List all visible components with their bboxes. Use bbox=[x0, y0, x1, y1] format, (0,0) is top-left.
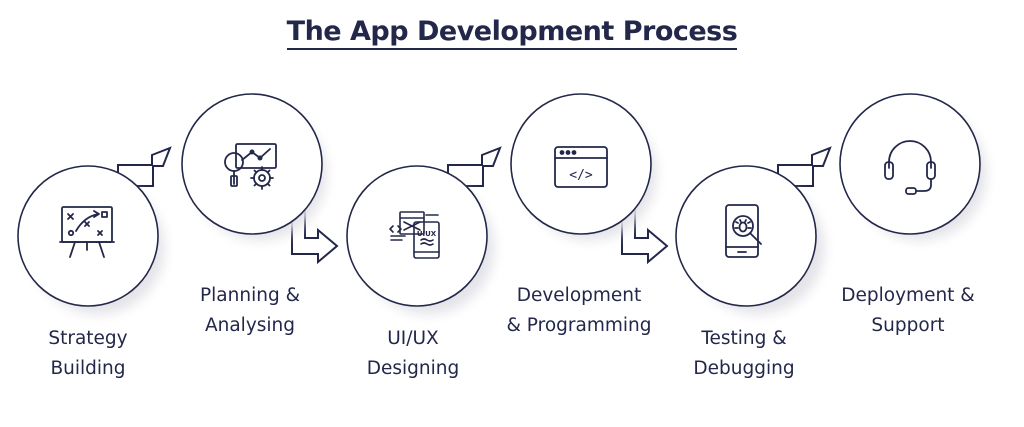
step-label-development: Development & Programming bbox=[484, 281, 674, 341]
step-label-line: Analysing bbox=[204, 315, 296, 336]
step-circle-deployment bbox=[839, 93, 981, 235]
mobile-bug-icon bbox=[725, 204, 762, 258]
step-circle-strategy bbox=[17, 165, 159, 307]
step-label-line: Deployment & bbox=[841, 285, 975, 306]
step-label-line: Support bbox=[871, 315, 945, 336]
analytics-gear-icon bbox=[224, 143, 277, 190]
step-circle-development bbox=[510, 93, 652, 235]
step-label-line: Strategy bbox=[48, 328, 128, 349]
step-circle-uiux bbox=[346, 165, 488, 307]
step-circle-planning bbox=[181, 93, 323, 235]
step-label-line: Testing & bbox=[701, 328, 787, 349]
step-label-line: & Programming bbox=[506, 315, 652, 336]
uiux-icon-text: UIUX bbox=[417, 230, 437, 238]
page-title: The App Development Process bbox=[0, 16, 1024, 50]
step-label-line: Development bbox=[516, 285, 642, 306]
headset-icon bbox=[884, 140, 936, 195]
step-label-line: Debugging bbox=[693, 358, 795, 379]
ui-ux-mockup-icon bbox=[389, 211, 440, 259]
step-label-testing: Testing & Debugging bbox=[649, 324, 839, 384]
step-label-line: Designing bbox=[366, 358, 460, 379]
strategy-board-icon bbox=[59, 206, 115, 258]
step-label-line: UI/UX bbox=[387, 328, 439, 349]
title-text: The App Development Process bbox=[286, 16, 738, 50]
step-label-deployment: Deployment & Support bbox=[813, 281, 1003, 341]
step-label-planning: Planning & Analysing bbox=[155, 281, 345, 341]
code-icon-text: </> bbox=[569, 168, 593, 183]
step-label-strategy: Strategy Building bbox=[0, 324, 183, 384]
step-label-uiux: UI/UX Designing bbox=[318, 324, 508, 384]
step-label-line: Building bbox=[50, 358, 126, 379]
code-window-icon bbox=[554, 146, 608, 188]
step-label-line: Planning & bbox=[200, 285, 300, 306]
